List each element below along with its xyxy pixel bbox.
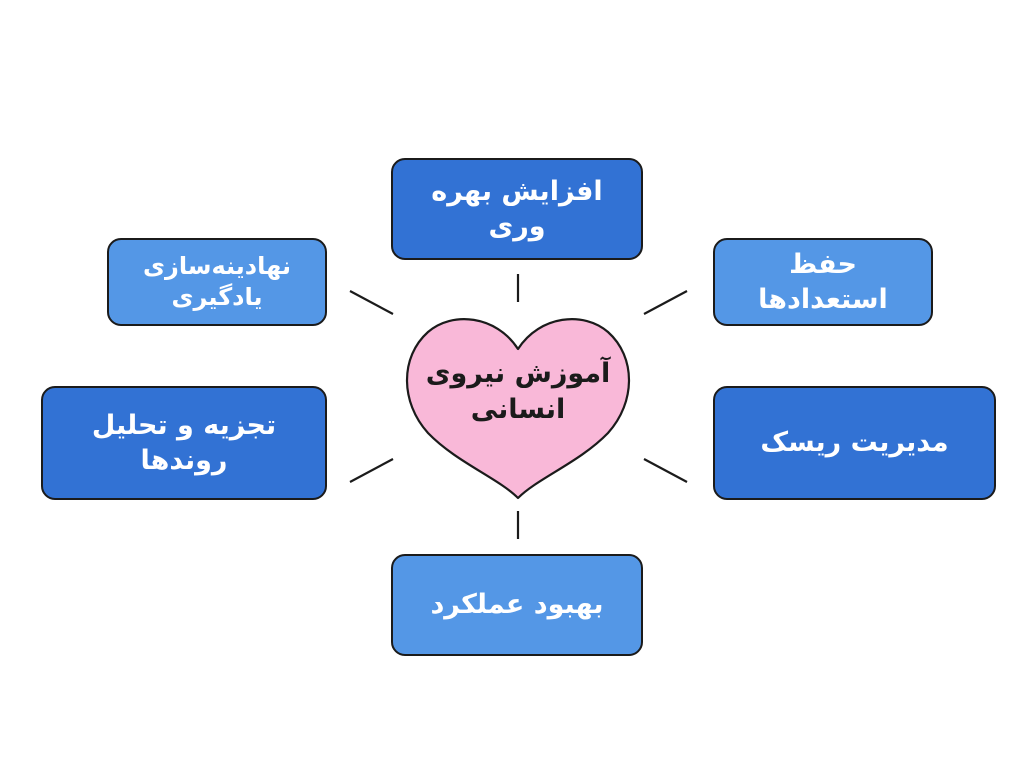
node-label: تجزیه و تحلیل روندها xyxy=(91,409,277,476)
heart-shape xyxy=(405,318,631,500)
node-label: مدیریت ریسک xyxy=(760,427,949,459)
node-institutionalize-learning: نهادینه‌سازی یادگیری xyxy=(107,238,327,326)
node-label: افزایش بهره وری xyxy=(431,175,603,242)
connector-top-right xyxy=(643,290,688,315)
node-risk-management: مدیریت ریسک xyxy=(713,386,996,500)
node-label: بهبود عملکرد xyxy=(430,589,604,621)
node-trend-analysis: تجزیه و تحلیل روندها xyxy=(41,386,327,500)
connector-middle-left xyxy=(349,458,394,483)
node-retain-talent: حفظ استعدادها xyxy=(713,238,933,326)
node-label: نهادینه‌سازی یادگیری xyxy=(143,251,291,311)
connector-top-left xyxy=(349,290,394,315)
node-increase-productivity: افزایش بهره وری xyxy=(391,158,643,260)
center-label: آموزش نیروی انسانی xyxy=(425,358,611,426)
connector-middle-right xyxy=(643,458,688,483)
node-improve-performance: بهبود عملکرد xyxy=(391,554,643,656)
node-label: حفظ استعدادها xyxy=(758,248,888,315)
